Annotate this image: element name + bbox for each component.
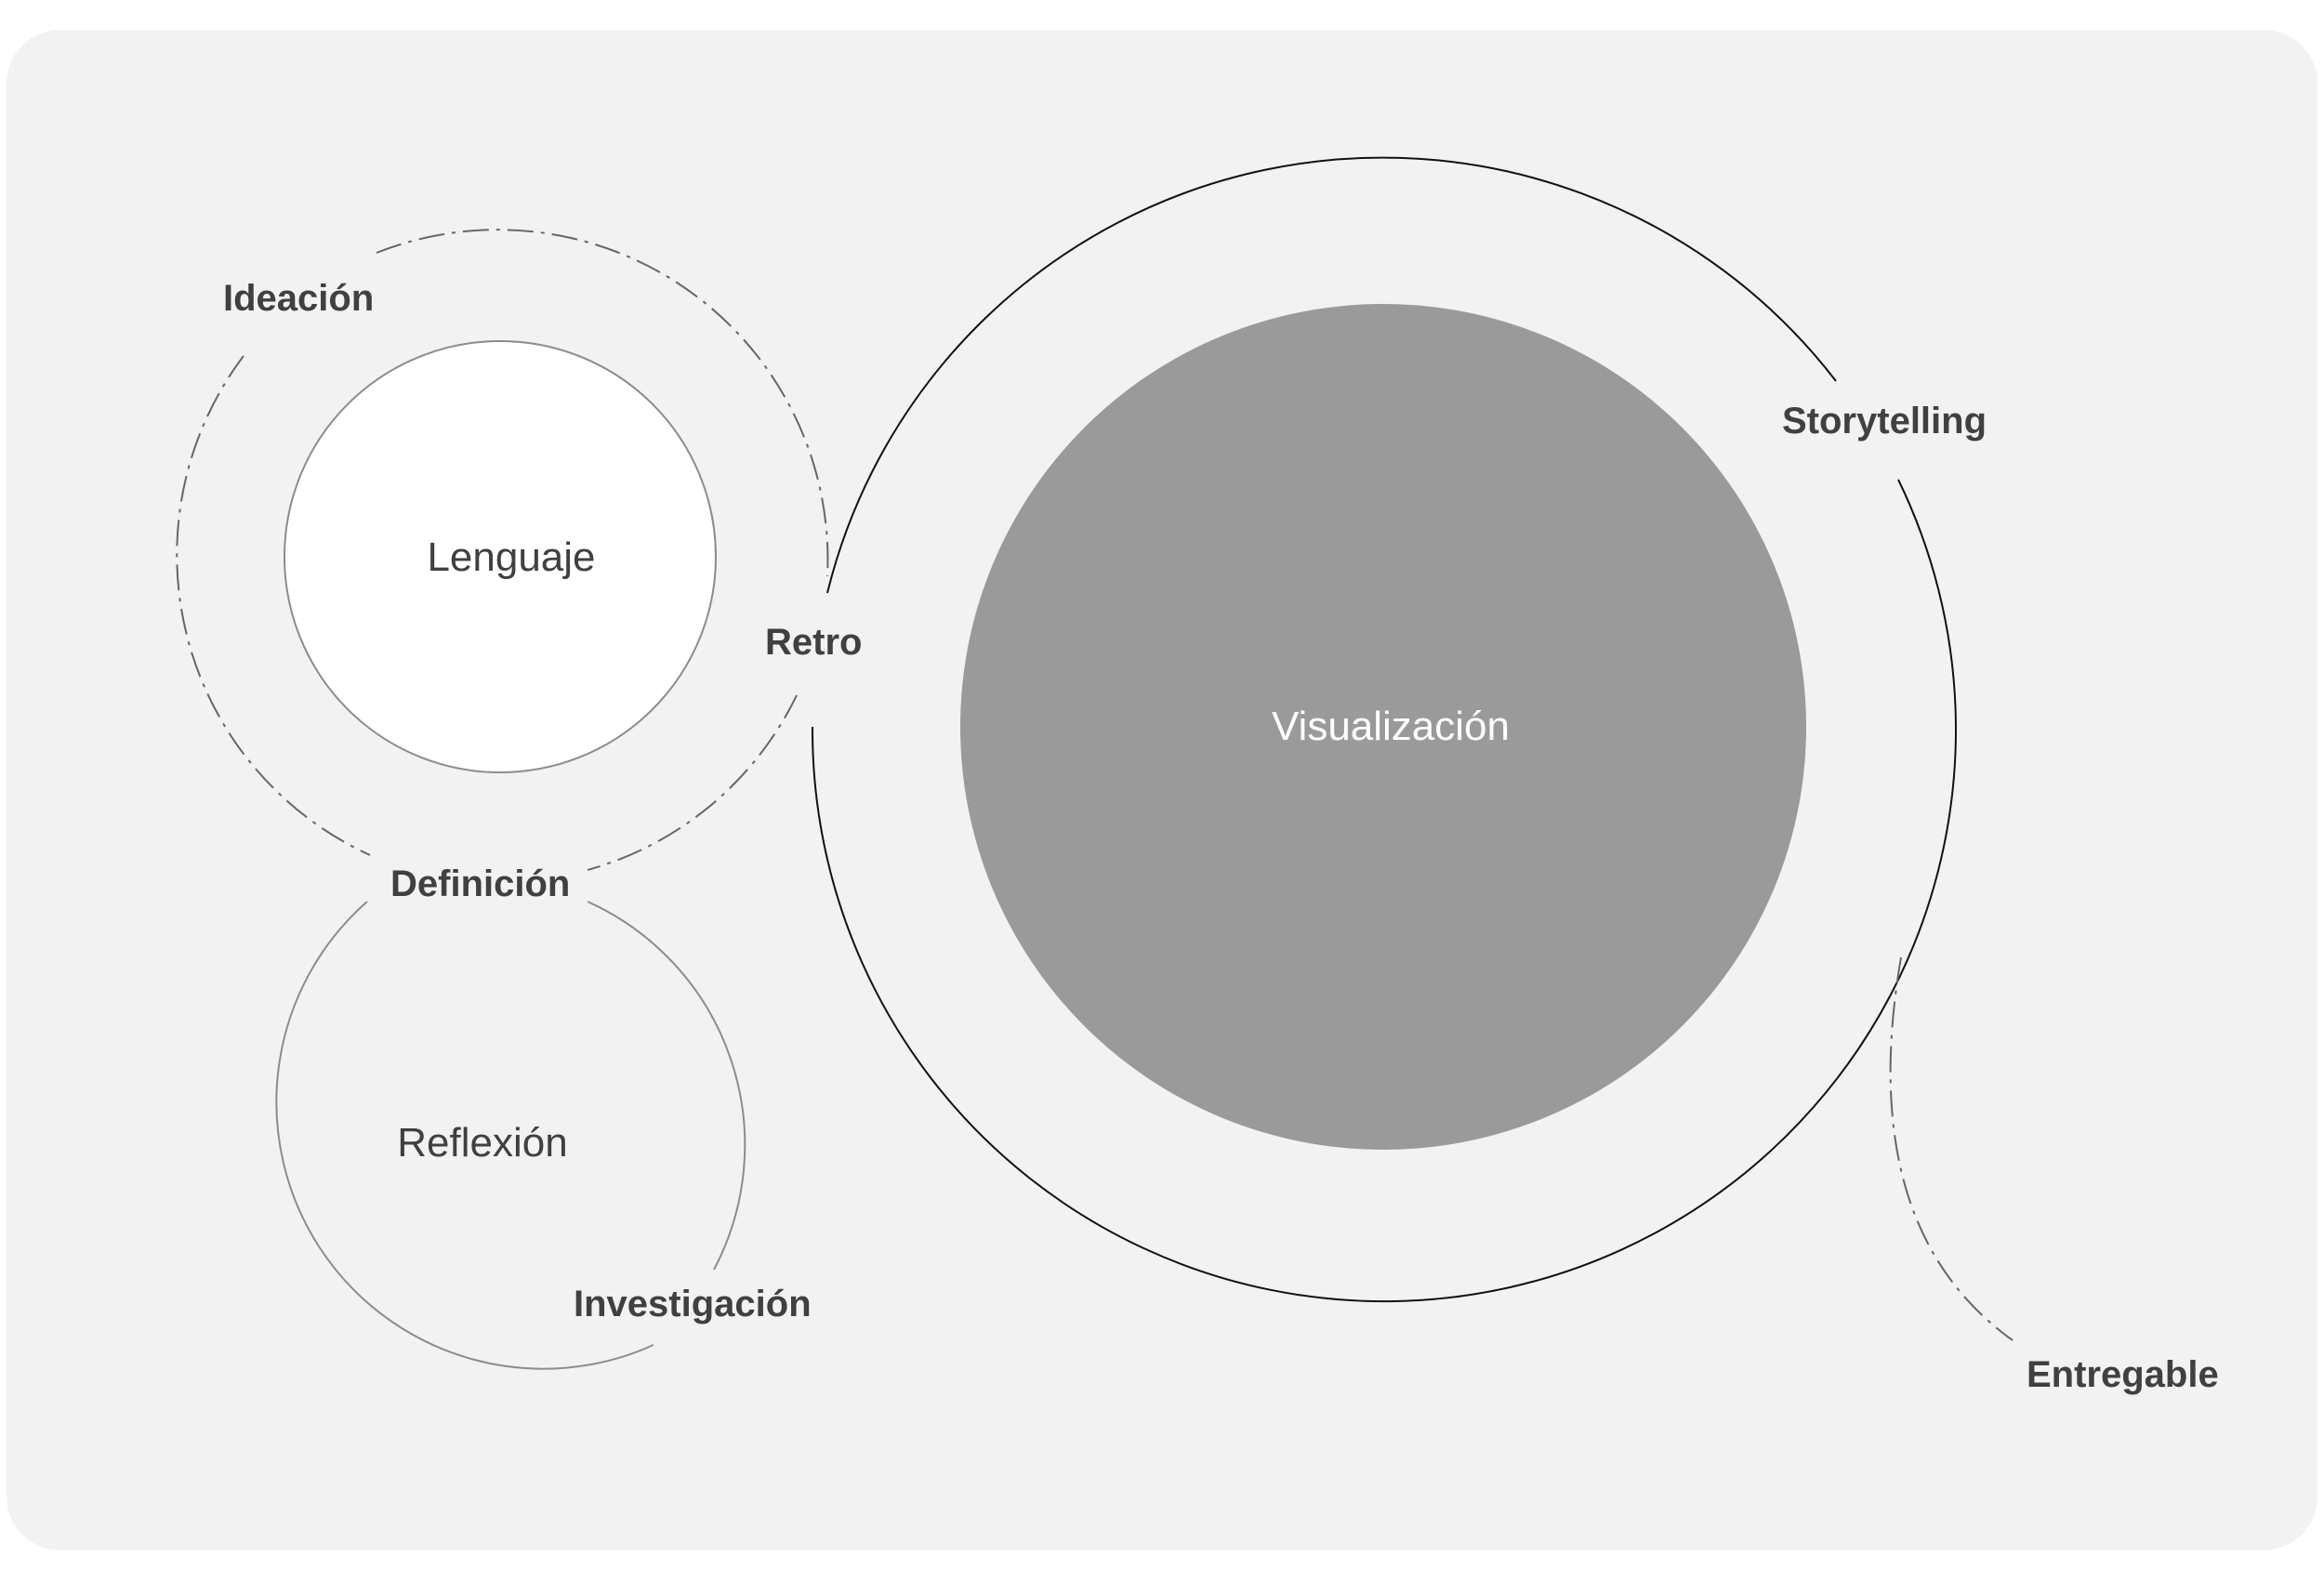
entregable-label: Entregable: [2027, 1354, 2219, 1395]
ideacion-dashed-ring: [376, 229, 829, 577]
ideacion-dashed-ring-left: [176, 355, 371, 856]
visualizacion-label: Visualización: [1272, 704, 1510, 749]
entregable-dashed-tail: [1889, 956, 2014, 1341]
lenguaje-label: Lenguaje: [427, 534, 595, 580]
retro-to-definicion-dashed-arc: [587, 694, 798, 871]
reflexion-circle-right-arc: [587, 901, 746, 1271]
storytelling-label: Storytelling: [1782, 401, 1987, 441]
visualizacion-circle: [960, 304, 1806, 1150]
reflexion-circle-left-arc: [275, 901, 654, 1370]
visualizacion-outer-ring-main: [811, 479, 1957, 1303]
definicion-label: Definición: [390, 863, 570, 904]
reflexion-label: Reflexión: [397, 1120, 567, 1166]
retro-label: Retro: [765, 622, 862, 663]
ideacion-label: Ideación: [223, 278, 374, 319]
lenguaje-circle: [284, 340, 717, 773]
investigacion-label: Investigación: [574, 1284, 812, 1324]
visualizacion-outer-ring-top: [826, 156, 1837, 594]
